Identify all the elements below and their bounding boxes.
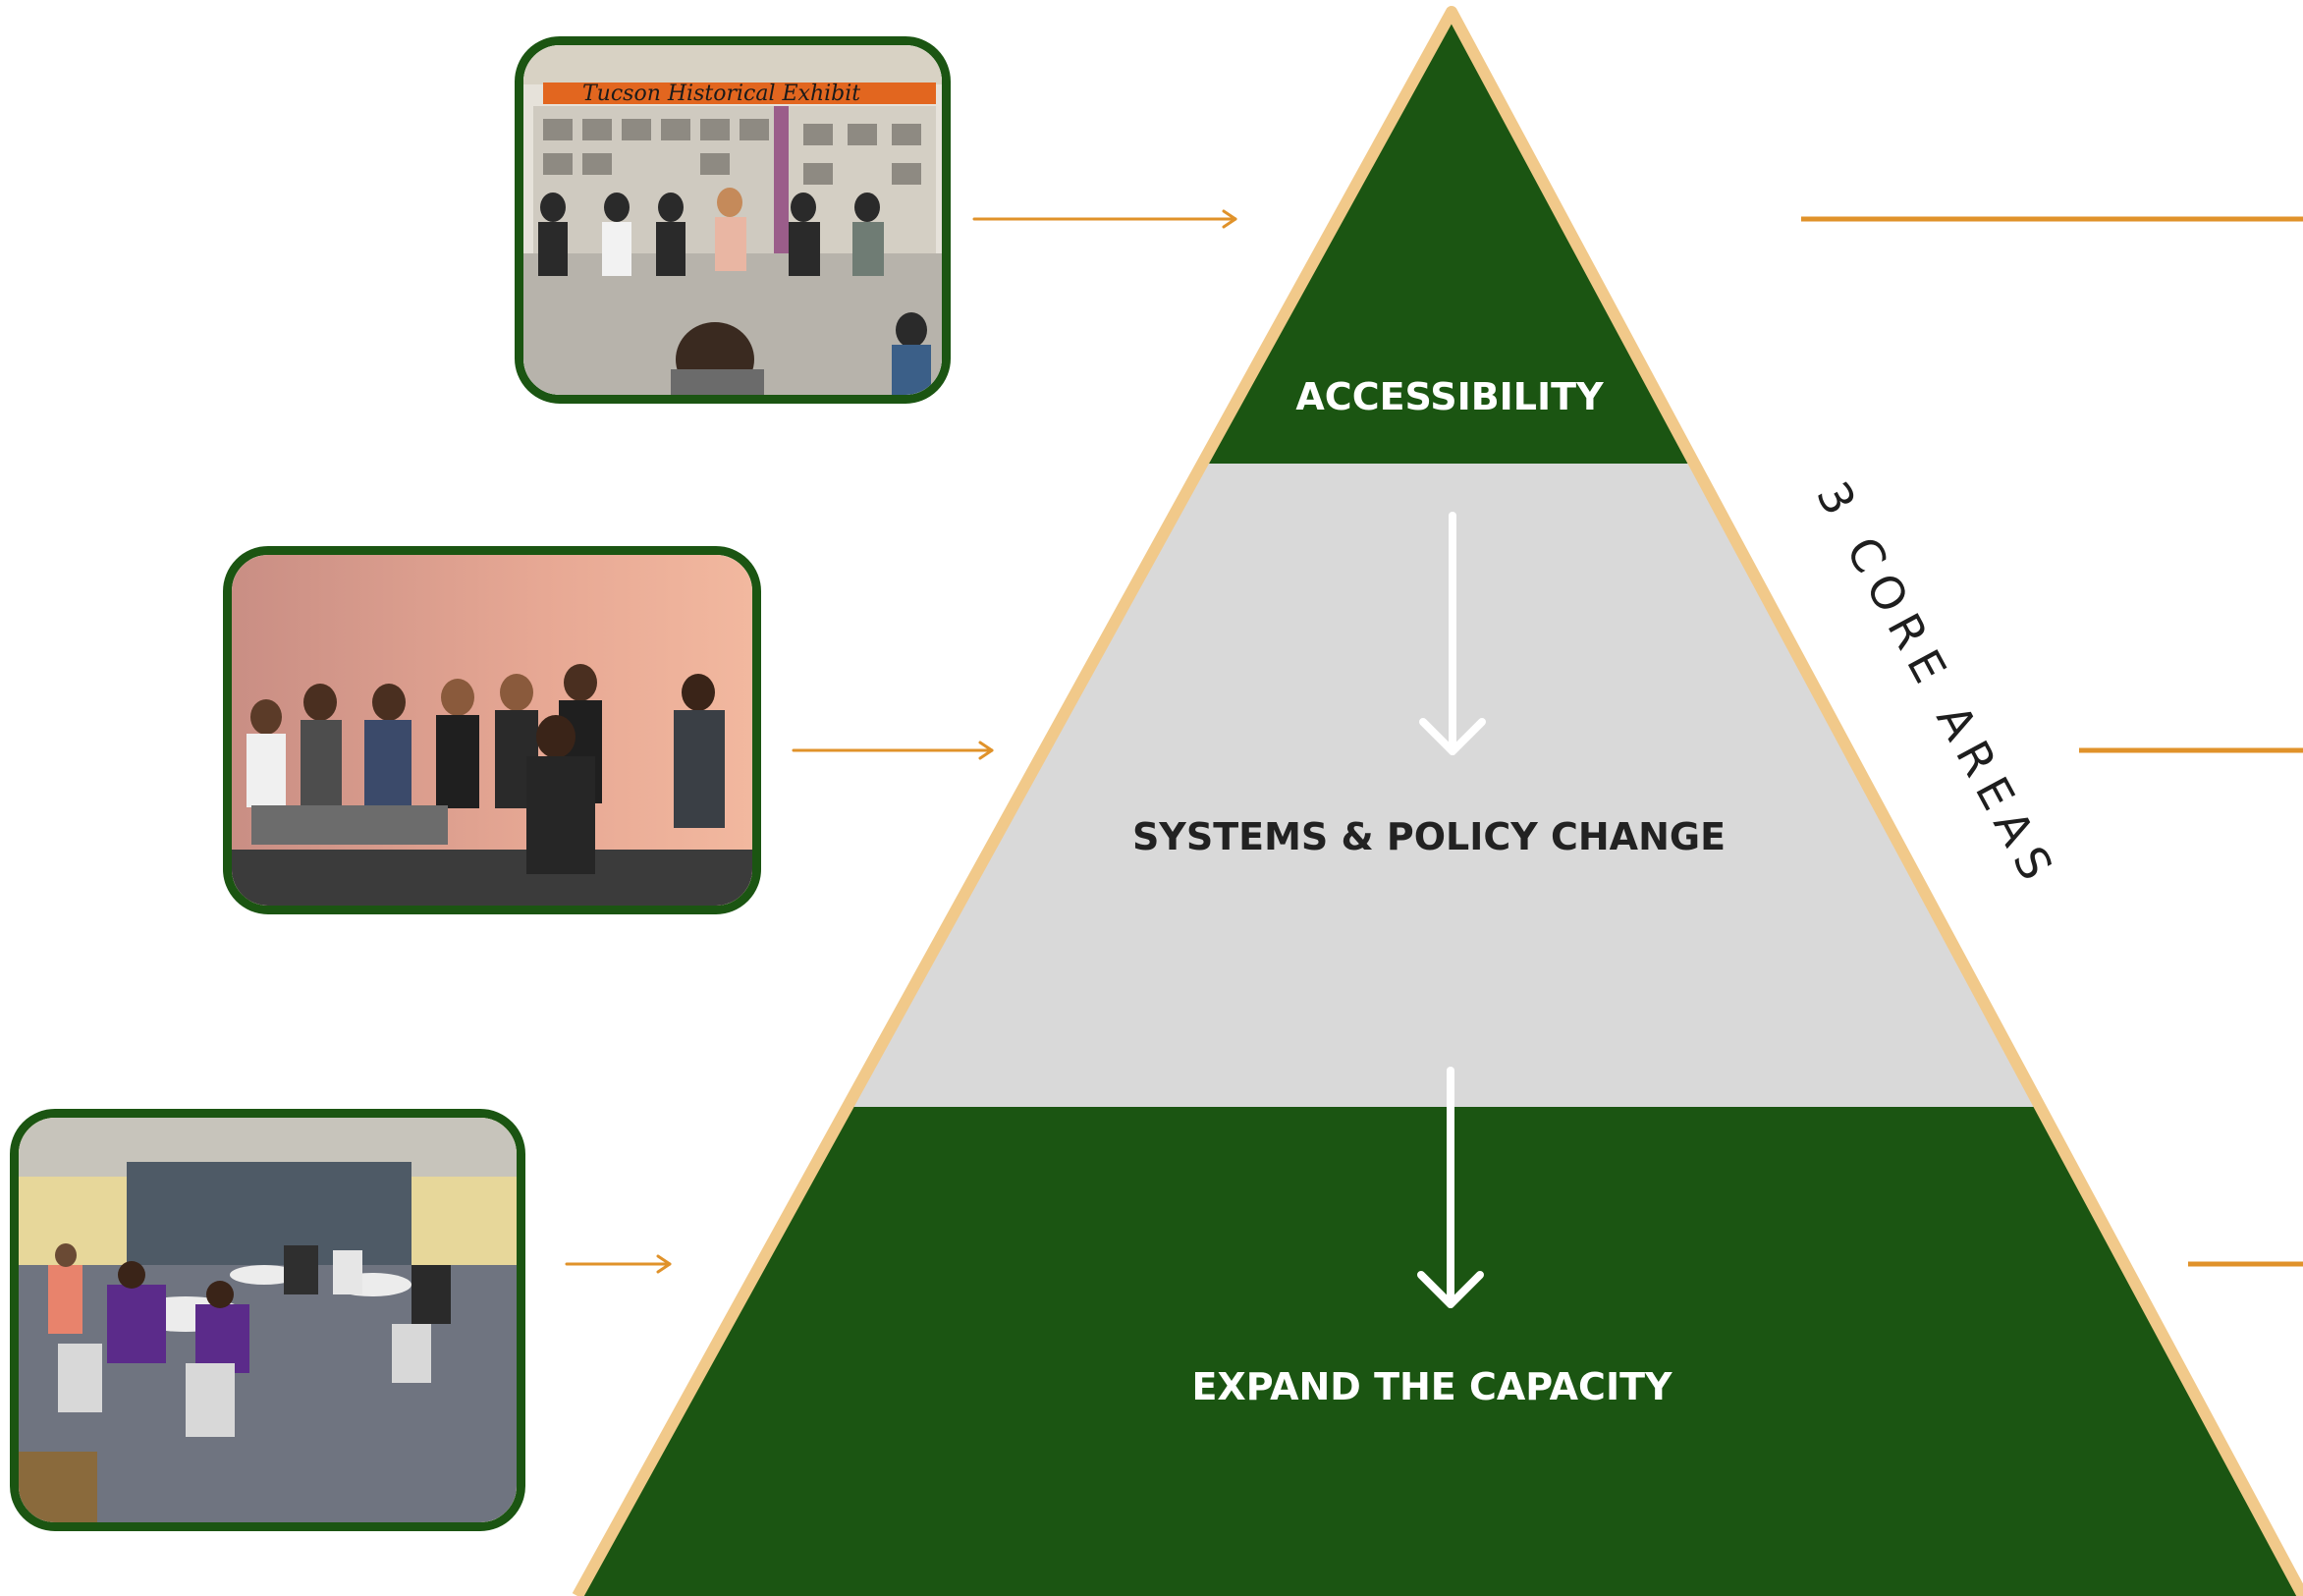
side-label-core-areas: 3 CORE AREAS bbox=[1806, 473, 2067, 898]
photo-panel-image bbox=[232, 555, 752, 906]
tier-label-accessibility: ACCESSIBILITY bbox=[1295, 375, 1604, 418]
down-arrow-1-head bbox=[1419, 718, 1486, 755]
photo-panel-discussion bbox=[223, 546, 761, 914]
tier-accessibility-band bbox=[577, 12, 2303, 464]
photo-conference-image bbox=[19, 1118, 517, 1522]
photo-exhibit-image: Tucson Historical Exhibit bbox=[523, 45, 942, 395]
tier-label-systems-policy-change: SYSTEMS & POLICY CHANGE bbox=[1132, 815, 1726, 858]
photo-conference-room bbox=[10, 1109, 525, 1531]
down-arrow-2-head bbox=[1417, 1271, 1484, 1308]
photo-exhibit-panel: Tucson Historical Exhibit bbox=[515, 36, 951, 404]
tier-label-expand-capacity: EXPAND THE CAPACITY bbox=[1191, 1365, 1672, 1408]
exhibit-banner-text: Tucson Historical Exhibit bbox=[582, 82, 860, 106]
